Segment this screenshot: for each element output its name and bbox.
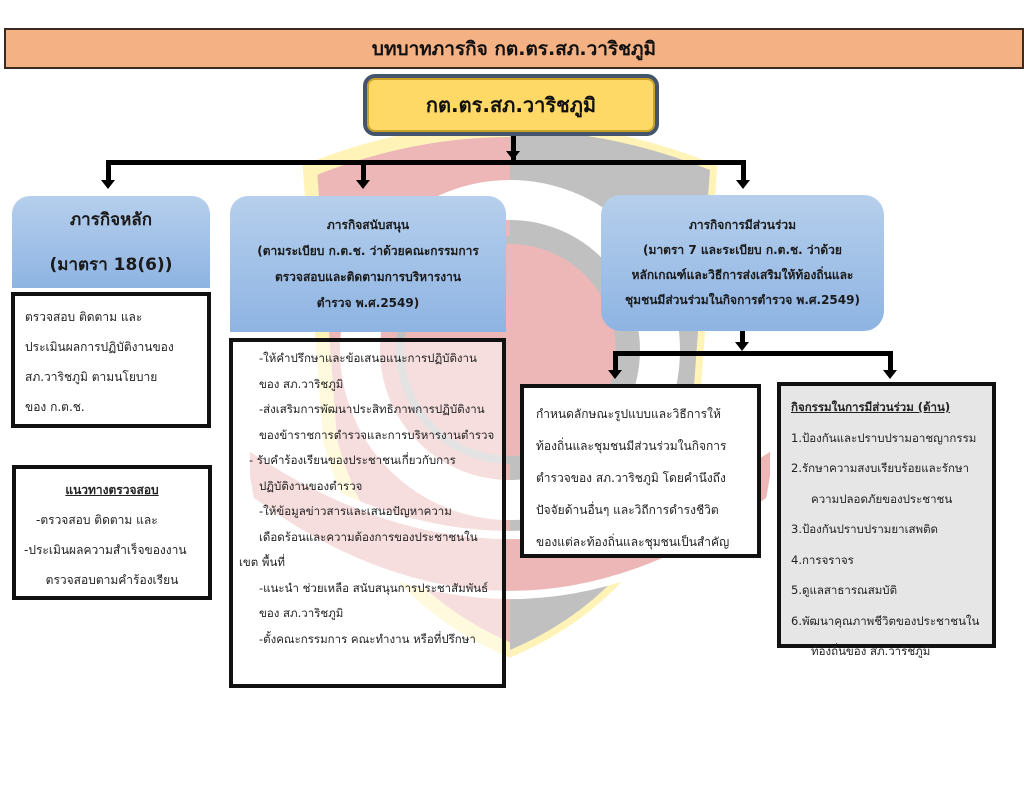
connector-main-bar: [106, 160, 746, 165]
main-mission-header: ภารกิจหลัก (มาตรา 18(6)): [12, 196, 210, 288]
support-mission-title-line: ตรวจสอบและติดตามการบริหารงาน: [274, 270, 462, 284]
support-mission-title-line: ตำรวจ พ.ศ.2549): [316, 296, 420, 310]
support-item: เดือดร้อนและความต้องการของประชาชนใน: [259, 529, 478, 544]
support-mission-title: ภารกิจสนับสนุน: [326, 218, 410, 232]
arrow-to-participation-mission: [736, 180, 750, 189]
activity-item: 6.พัฒนาคุณภาพชีวิตของประชาชนใน: [791, 613, 980, 628]
support-item: ของ สภ.วาริชภูมิ: [259, 376, 344, 391]
support-item: เขต พื้นที่: [239, 555, 285, 569]
support-item: ของ สภ.วาริชภูมิ: [259, 606, 344, 620]
support-mission-body: -ให้คำปรึกษาและข้อเสนอแนะการปฏิบัติงาน ข…: [229, 338, 506, 688]
participation-mission-title-line: ชุมชนมีส่วนร่วมในกิจการตำรวจ พ.ศ.2549): [625, 293, 860, 307]
connector-drop-main: [106, 160, 111, 182]
support-item: -ตั้งคณะกรรมการ คณะทำงาน หรือที่ปรึกษา: [259, 631, 476, 646]
activity-item: 2.รักษาความสงบเรียบร้อยและรักษา: [791, 461, 970, 475]
participation-mission-title: ภารกิจการมีส่วนร่วม: [688, 218, 797, 232]
guidelines-line: -ตรวจสอบ ติดตาม และ: [36, 513, 158, 527]
arrow-to-main-mission: [101, 180, 115, 189]
support-item: -ให้ข้อมูลข่าวสารและเสนอปัญหาความ: [259, 504, 452, 518]
main-mission-title: ภารกิจหลัก: [69, 210, 153, 230]
participation-mission-title-line: (มาตรา 7 และระเบียบ ก.ต.ช. ว่าด้วย: [643, 243, 842, 257]
guidelines-heading: แนวทางตรวจสอบ: [65, 483, 159, 497]
main-mission-line: สภ.วาริชภูมิ ตามนโยบาย: [25, 370, 158, 384]
arrow-root-down: [506, 151, 520, 160]
root-node-label: กต.ตร.สภ.วาริชภูมิ: [425, 93, 597, 117]
connector-drop-definition: [613, 351, 618, 371]
activity-item: 1.ป้องกันและปราบปรามอาชญากรรม: [791, 430, 977, 445]
support-mission-title-line: (ตามระเบียบ ก.ต.ช. ว่าด้วยคณะกรรมการ: [257, 244, 479, 258]
guidelines-line: ตรวจสอบตามคำร้องเรียน: [45, 573, 179, 587]
support-item: - รับคำร้องเรียนของประชาชนเกี่ยวกับการ: [249, 453, 456, 467]
arrow-participation-down: [735, 342, 749, 351]
support-item: ปฏิบัติงานของตำรวจ: [259, 478, 363, 493]
arrow-to-definition: [608, 370, 622, 379]
main-mission-subtitle: (มาตรา 18(6)): [49, 255, 173, 275]
connector-drop-activities: [888, 351, 893, 371]
diagram-title-bar: บทบาทภารกิจ กต.ตร.สภ.วาริชภูมิ: [4, 28, 1024, 69]
arrow-to-activities: [883, 370, 897, 379]
main-mission-line: ประเมินผลการปฏิบัติงานของ: [25, 340, 174, 354]
definition-line: ของแต่ละท้องถิ่นและชุมชนเป็นสำคัญ: [536, 535, 730, 549]
participation-activities-box: กิจกรรมในการมีส่วนร่วม (ด้าน) 1.ป้องกันแ…: [777, 382, 996, 658]
definition-line: กำหนดลักษณะรูปแบบและวิธีการให้: [536, 407, 721, 421]
definition-line: ท้องถิ่นและชุมชนมีส่วนร่วมในกิจการ: [536, 439, 727, 453]
connector-participation-stem: [740, 331, 745, 345]
definition-line: ปัจจัยด้านอื่นๆ และวิถีการดำรงชีวิต: [536, 503, 719, 517]
main-mission-line: ของ ก.ต.ช.: [25, 400, 85, 414]
support-item: -แนะนำ ช่วยเหลือ สนับสนุนการประชาสัมพันธ…: [259, 580, 489, 595]
connector-drop-participation: [741, 160, 746, 182]
main-mission-line: ตรวจสอบ ติดตาม และ: [25, 310, 143, 324]
participation-definition-box: กำหนดลักษณะรูปแบบและวิธีการให้ ท้องถิ่นแ…: [520, 384, 761, 558]
support-item: -ให้คำปรึกษาและข้อเสนอแนะการปฏิบัติงาน: [259, 351, 477, 365]
participation-mission-header: ภารกิจการมีส่วนร่วม (มาตรา 7 และระเบียบ …: [601, 195, 884, 331]
activity-item: 3.ป้องกันปราบปรามยาเสพติด: [791, 522, 939, 536]
definition-line: ตำรวจของ สภ.วาริชภูมิ โดยคำนึงถึง: [536, 471, 726, 485]
activities-heading: กิจกรรมในการมีส่วนร่วม (ด้าน): [791, 400, 951, 414]
participation-mission-title-line: หลักเกณฑ์และวิธีการส่งเสริมให้ท้องถิ่นแล…: [631, 268, 854, 282]
arrow-to-support-mission: [356, 180, 370, 189]
support-item: ของข้าราชการตำรวจและการบริหารงานตำรวจ: [259, 427, 495, 442]
connector-drop-support: [361, 160, 366, 182]
activity-item: ความปลอดภัยของประชาชน: [811, 491, 953, 506]
root-node: กต.ตร.สภ.วาริชภูมิ: [363, 74, 659, 136]
guidelines-line: -ประเมินผลความสำเร็จของงาน: [24, 543, 187, 557]
guidelines-box: แนวทางตรวจสอบ -ตรวจสอบ ติดตาม และ -ประเม…: [12, 465, 212, 600]
support-mission-header: ภารกิจสนับสนุน (ตามระเบียบ ก.ต.ช. ว่าด้ว…: [230, 196, 506, 332]
activity-item: 5.ดูแลสาธารณสมบัติ: [791, 583, 898, 597]
activity-item: ท้องถิ่นของ สภ.วาริชภูมิ: [811, 644, 931, 658]
activity-item: 4.การจราจร: [791, 552, 854, 567]
diagram-title: บทบาทภารกิจ กต.ตร.สภ.วาริชภูมิ: [371, 37, 657, 60]
connector-sub-bar: [613, 351, 893, 356]
main-mission-body: ตรวจสอบ ติดตาม และ ประเมินผลการปฏิบัติงา…: [11, 292, 211, 428]
support-item: -ส่งเสริมการพัฒนาประสิทธิภาพการปฏิบัติงา…: [259, 402, 485, 416]
connector-root-stem: [511, 136, 516, 160]
